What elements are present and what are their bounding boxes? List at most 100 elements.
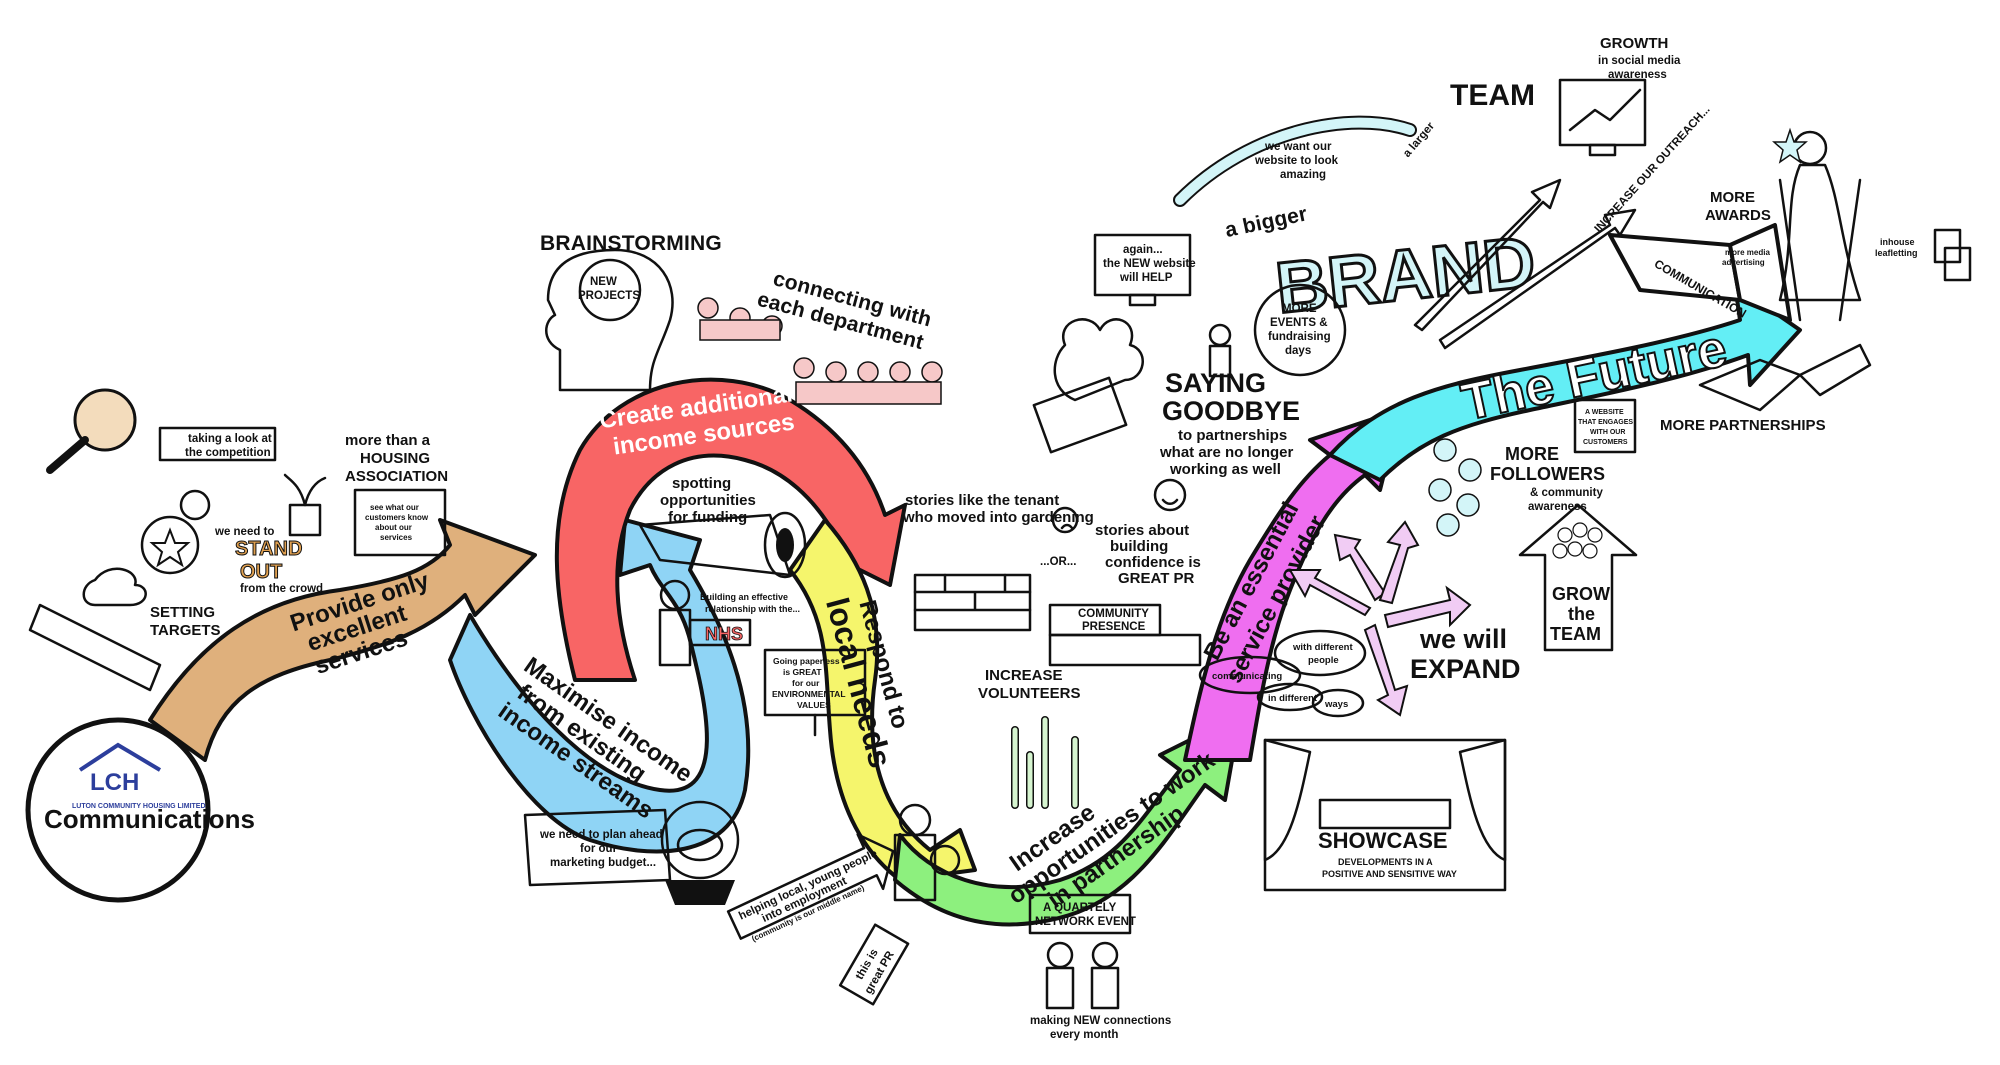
piggy-bank-icon bbox=[660, 800, 740, 905]
plan-budget-line-3: marketing budget... bbox=[550, 857, 656, 869]
or-text: ...OR... bbox=[1040, 556, 1076, 568]
networking-people bbox=[1045, 941, 1120, 1010]
lch-logo: LCH LUTON COMMUNITY HOUSING LIMITED bbox=[72, 742, 206, 810]
brainstorming-title: BRAINSTORMING bbox=[540, 232, 722, 255]
standout-line-1: we need to bbox=[214, 526, 274, 538]
new-projects-line-2: PROJECTS bbox=[578, 290, 640, 302]
more-followers-line-4: awareness bbox=[1528, 501, 1587, 513]
plan-budget-line-1: we need to plan ahead bbox=[539, 829, 663, 841]
more-events-line-3: fundraising bbox=[1268, 331, 1331, 343]
nhs-relationship-line-1: Building an effective bbox=[700, 592, 788, 602]
waving-hand-icon bbox=[1032, 318, 1144, 454]
with-people-line-2: people bbox=[1308, 655, 1339, 666]
handshake-icon bbox=[1698, 343, 1872, 412]
arrow-respond-needs bbox=[788, 518, 977, 882]
developments-line-2: POSITIVE AND SENSITIVE WAY bbox=[1322, 869, 1457, 879]
engages-line-4: CUSTOMERS bbox=[1583, 439, 1628, 446]
paperless-line-4: ENVIRONMENTAL bbox=[772, 689, 846, 699]
new-website-line-3: will HELP bbox=[1119, 272, 1173, 284]
website-amazing-line-1: we want our bbox=[1264, 141, 1332, 153]
arrow-the-future bbox=[1328, 283, 1802, 482]
standout-line-4: from the crowd bbox=[240, 583, 323, 595]
customers-line-2: customers know bbox=[365, 513, 429, 522]
engages-line-3: WITH OUR bbox=[1590, 429, 1625, 436]
saying-goodbye-line-3: to partnerships bbox=[1178, 427, 1287, 444]
standout-figure bbox=[140, 489, 211, 575]
nhs-relationship-line-2: relationship with the... bbox=[705, 604, 800, 614]
more-partnerships-text: MORE PARTNERSHIPS bbox=[1660, 417, 1826, 434]
engages-line-1: A WEBSITE bbox=[1585, 409, 1624, 416]
award-lady-figure bbox=[1772, 127, 1862, 322]
label-increase-partnership: Increase opportunities to work in partne… bbox=[1003, 746, 1220, 913]
engages-line-2: THAT ENGAGES bbox=[1578, 419, 1633, 426]
new-connections-line-1: making NEW connections bbox=[1030, 1015, 1171, 1027]
confidence-line-1: stories about bbox=[1095, 522, 1189, 539]
more-events-circle: MORE EVENTS & fundraising days bbox=[1253, 283, 1347, 377]
setting-targets-line-2: TARGETS bbox=[150, 622, 221, 639]
new-website-line-2: the NEW website bbox=[1103, 258, 1196, 270]
setting-targets-line-1: SETTING bbox=[150, 604, 215, 621]
developments-line-1: DEVELOPMENTS IN A bbox=[1338, 857, 1433, 867]
nhs-text: NHS bbox=[705, 624, 743, 644]
housing-assoc-line-2: HOUSING bbox=[360, 450, 430, 467]
more-followers-line-3: & community bbox=[1530, 487, 1603, 499]
more-awards-line-1b: AWARDS bbox=[1705, 207, 1771, 224]
paperless-line-5: VALUES bbox=[797, 700, 831, 710]
connecting-text: connecting with each department bbox=[755, 267, 934, 354]
inhouse-line-1: inhouse bbox=[1880, 237, 1915, 247]
media-advertising-line-2: advertising bbox=[1722, 258, 1765, 267]
arrow-maximise-income bbox=[448, 518, 751, 854]
paperless-line-1: Going paperless bbox=[773, 656, 840, 666]
a-bigger-text: a bigger bbox=[1223, 202, 1309, 242]
logo-letters: LCH bbox=[90, 769, 139, 796]
expand-arrows bbox=[1288, 520, 1472, 717]
expand-line-1: we will bbox=[1419, 624, 1507, 654]
small-person-icon bbox=[1208, 323, 1232, 378]
saying-goodbye-line-5: working as well bbox=[1169, 461, 1281, 478]
volunteers-line-2: VOLUNTEERS bbox=[978, 685, 1081, 702]
setting-targets-ladder bbox=[28, 567, 162, 692]
housing-assoc-line-3: ASSOCIATION bbox=[345, 468, 448, 485]
center-title: Communications bbox=[44, 804, 255, 834]
growth-line-1: GROWTH bbox=[1600, 35, 1668, 52]
growth-monitor bbox=[1558, 78, 1647, 157]
ways-text: ways bbox=[1324, 699, 1348, 710]
website-arrow bbox=[1175, 117, 1415, 205]
sprouts-icon bbox=[1011, 716, 1079, 809]
more-followers-line-1: MORE bbox=[1505, 444, 1559, 464]
spotting-line-2: opportunities bbox=[660, 492, 756, 509]
outreach-arrows bbox=[1413, 178, 1637, 350]
head-profile-icon bbox=[545, 248, 674, 392]
customers-line-1: see what our bbox=[370, 503, 419, 512]
more-followers-line-2: FOLLOWERS bbox=[1490, 464, 1605, 484]
growth-line-3: awareness bbox=[1608, 69, 1667, 81]
community-presence-line-1: COMMUNITY bbox=[1078, 608, 1149, 620]
logo-org-name: LUTON COMMUNITY HOUSING LIMITED bbox=[72, 803, 206, 810]
network-event-box: A QUARTELY NETWORK EVENT bbox=[1028, 893, 1136, 935]
growth-line-2: in social media bbox=[1598, 55, 1681, 67]
in-different-text: in different bbox=[1268, 693, 1318, 704]
competition-banner bbox=[158, 426, 277, 462]
grow-team-line-3: TEAM bbox=[1550, 624, 1601, 644]
new-website-monitor: again... the NEW website will HELP bbox=[1093, 233, 1196, 307]
gardening-line-1: stories like the tenant bbox=[905, 492, 1059, 509]
telescope-icon bbox=[638, 511, 807, 579]
communications-center: LCH LUTON COMMUNITY HOUSING LIMITED Comm… bbox=[25, 717, 255, 903]
arrow-create-income bbox=[554, 377, 907, 682]
nhs-figure bbox=[658, 579, 752, 667]
website-engages-monitor: A WEBSITE THAT ENGAGES WITH OUR CUSTOMER… bbox=[1573, 398, 1637, 454]
website-amazing-line-2: website to look bbox=[1254, 155, 1339, 167]
budget-note: we need to plan ahead for our marketing … bbox=[523, 808, 672, 887]
confidence-line-4: GREAT PR bbox=[1118, 570, 1195, 587]
paper-people-chain bbox=[697, 297, 943, 405]
confidence-line-3: confidence is bbox=[1105, 554, 1201, 571]
website-amazing-line-3: amazing bbox=[1280, 169, 1326, 181]
new-connections-line-2: every month bbox=[1050, 1029, 1118, 1041]
competition-line-1: taking a look at bbox=[188, 433, 272, 445]
saying-goodbye-line-2: GOODBYE bbox=[1162, 396, 1300, 426]
arrow-provide-services bbox=[148, 518, 537, 762]
more-awards-line-1: MORE bbox=[1710, 189, 1755, 206]
expand-line-2: EXPAND bbox=[1410, 654, 1521, 684]
paperless-line-3: for our bbox=[792, 678, 820, 688]
